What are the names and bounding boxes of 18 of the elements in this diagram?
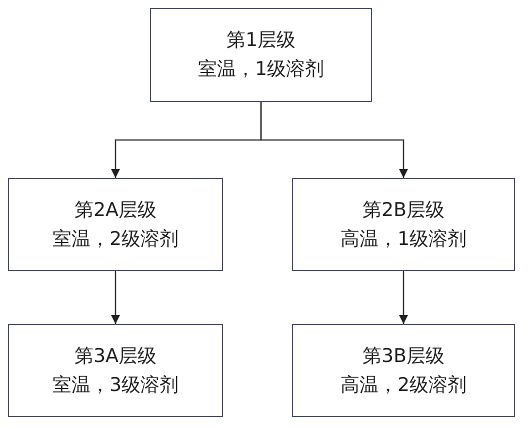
box-text: 室温，3级溶剂 xyxy=(52,374,179,396)
box-heading: 第2B层级 xyxy=(362,198,445,222)
process-box xyxy=(292,178,515,271)
process-box xyxy=(292,324,515,417)
arrow xyxy=(111,271,120,324)
box-text: 室温，2级溶剂 xyxy=(52,228,179,250)
box-heading: 第2A层级 xyxy=(74,198,157,222)
process-box xyxy=(8,324,223,417)
box-heading: 第1层级 xyxy=(226,29,296,52)
box-text: 高温，2级溶剂 xyxy=(340,374,467,396)
box-text: 高温，1级溶剂 xyxy=(340,228,467,250)
process-box xyxy=(8,178,223,271)
process-box xyxy=(150,8,372,102)
arrow xyxy=(260,102,408,178)
arrow xyxy=(399,271,408,324)
box-heading: 第3A层级 xyxy=(74,344,157,368)
box-text: 室温，1级溶剂 xyxy=(198,58,324,81)
box-heading: 第3B层级 xyxy=(362,344,445,368)
